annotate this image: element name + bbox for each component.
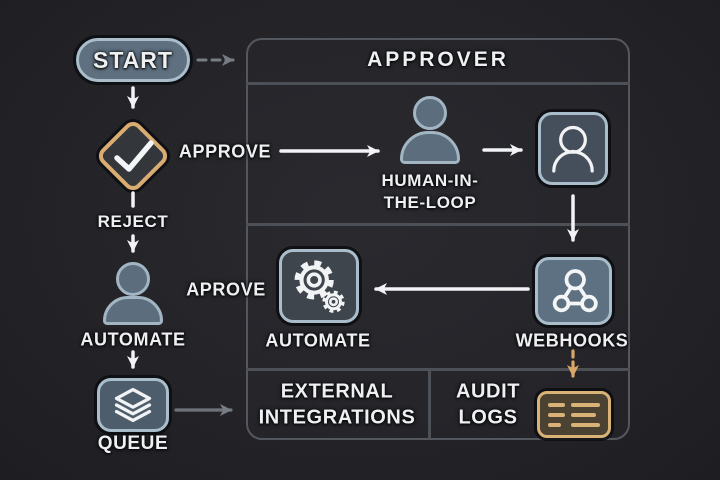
- person-icon: [103, 296, 163, 325]
- webhooks-node: [535, 257, 612, 325]
- webhooks-icon: [552, 269, 598, 313]
- user-outline-icon: [552, 125, 594, 173]
- approve-edge-label: APPROVE: [178, 141, 272, 162]
- queue-label: QUEUE: [97, 433, 169, 454]
- approver-header: APPROVER: [367, 48, 509, 71]
- audit-card-icon: [537, 391, 611, 438]
- external-label-line2: INTEGRATIONS: [258, 406, 416, 429]
- audit-label-line1: AUDIT: [455, 380, 521, 403]
- decision-node: [94, 117, 172, 195]
- queue-node: [97, 378, 169, 432]
- aprove-edge-label: APROVE: [186, 279, 266, 300]
- hitl-label-line2: THE-LOOP: [383, 193, 477, 212]
- external-label-line1: EXTERNAL: [280, 380, 394, 403]
- automate-person-label: AUTOMATE: [80, 329, 186, 350]
- person-icon: [413, 96, 447, 130]
- automate-node: [279, 249, 359, 323]
- start-node: START: [76, 38, 190, 82]
- panel-divider-header: [246, 82, 630, 85]
- start-label: START: [93, 46, 173, 73]
- automate-panel-label: AUTOMATE: [265, 330, 371, 351]
- layers-icon: [114, 387, 152, 423]
- panel-divider-bottom-cells: [428, 368, 431, 439]
- audit-label-line2: LOGS: [458, 406, 518, 429]
- webhooks-label: WEBHOOKS: [515, 330, 629, 351]
- approver-user-node: [538, 112, 608, 185]
- panel-divider-row3: [246, 368, 630, 371]
- person-icon: [116, 262, 150, 296]
- gear-icon: [294, 260, 345, 313]
- hitl-label-line1: HUMAN-IN-: [381, 171, 479, 190]
- reject-edge-label: REJECT: [97, 212, 169, 231]
- panel-divider-row2: [246, 223, 630, 226]
